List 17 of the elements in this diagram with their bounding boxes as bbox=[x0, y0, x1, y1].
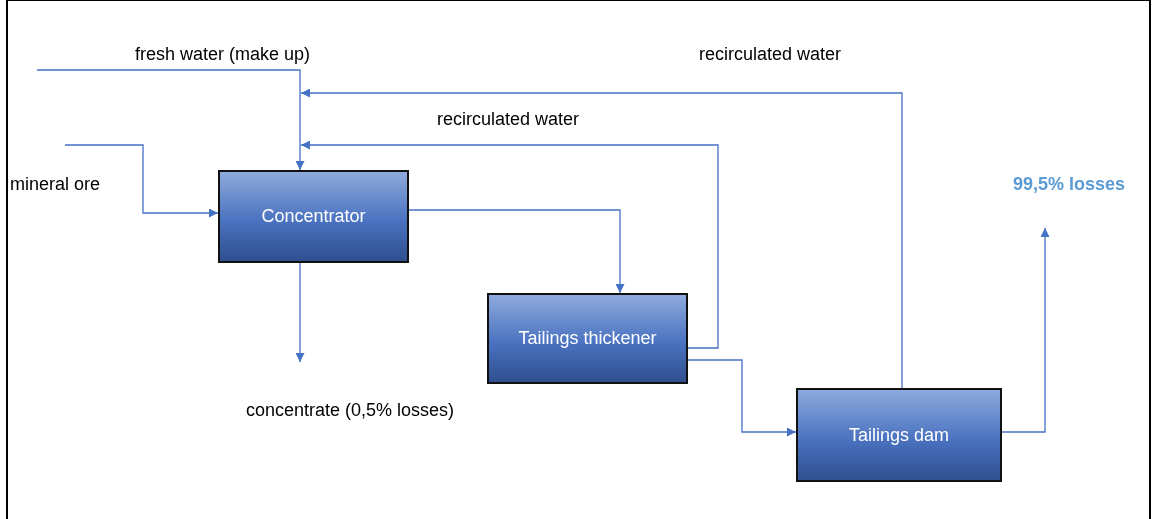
box-title: Tailings thickener bbox=[518, 328, 657, 349]
process-box bbox=[218, 170, 409, 263]
flow-arrow bbox=[300, 88, 903, 389]
box-title: Tailings dam bbox=[848, 424, 949, 446]
flow-arrow bbox=[64, 144, 219, 218]
flow-label: concentrate (0,5% losses) bbox=[220, 396, 480, 424]
flow-arrow bbox=[36, 69, 305, 171]
process-box bbox=[487, 293, 688, 384]
process-box bbox=[796, 388, 1002, 482]
flow-label: 99,5% losses bbox=[1000, 170, 1138, 198]
flow-arrow bbox=[687, 359, 797, 437]
flow-arrow bbox=[295, 262, 305, 363]
flow-arrow bbox=[300, 140, 719, 349]
flow-arrow bbox=[1001, 227, 1050, 433]
edge-label: fresh water (make up) bbox=[135, 44, 311, 65]
flow-arrow bbox=[408, 209, 625, 294]
box-title: Concentrator bbox=[261, 206, 366, 227]
